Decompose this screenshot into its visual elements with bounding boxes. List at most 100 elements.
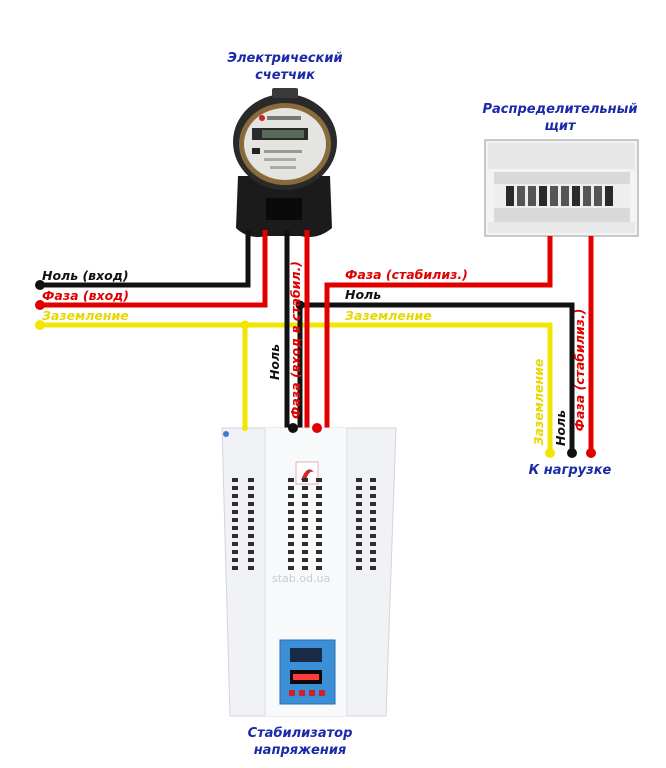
vent-slot — [248, 486, 254, 490]
stabilizer-title-line1: Стабилизатор — [248, 726, 353, 741]
meter-brand-strip — [267, 116, 301, 120]
vent-slot — [302, 510, 308, 514]
vent-slot — [316, 518, 322, 522]
vent-slot — [248, 518, 254, 522]
load-phase-dot — [586, 448, 596, 458]
meter-terminal-slot — [266, 198, 302, 220]
watermark: stab.od.ua — [272, 572, 330, 585]
ground-wire — [40, 322, 553, 453]
vent-slot — [356, 558, 362, 562]
vent-slot — [370, 550, 376, 554]
vent-slot — [232, 494, 238, 498]
stabilizer-button-1 — [289, 690, 295, 696]
vent-slot — [248, 550, 254, 554]
vent-slot — [370, 526, 376, 530]
vent-slot — [370, 534, 376, 538]
load-ground-dot — [545, 448, 555, 458]
vent-slot — [302, 526, 308, 530]
vent-slot — [316, 534, 322, 538]
vent-slot — [356, 478, 362, 482]
electric-meter — [233, 88, 337, 237]
meter-brand-dot — [259, 115, 265, 121]
vent-slot — [232, 502, 238, 506]
meter-led — [252, 148, 260, 154]
stab-neutral-terminal — [288, 423, 298, 433]
vent-slot — [356, 542, 362, 546]
ground-left-label: Заземление — [42, 308, 129, 323]
vent-slot — [356, 534, 362, 538]
vent-slot — [288, 526, 294, 530]
vent-slot — [288, 534, 294, 538]
vent-slot — [316, 566, 322, 570]
vent-slot — [248, 502, 254, 506]
panel-title-line1: Распределительный — [483, 102, 638, 117]
stabilizer-display — [290, 648, 322, 662]
neutral-in-wire — [40, 230, 251, 288]
ground-load-vertical-label: Заземление — [531, 359, 546, 446]
vent-slot — [288, 566, 294, 570]
phase-in-wire — [40, 230, 268, 308]
breaker — [583, 186, 591, 206]
vent-slot — [248, 478, 254, 482]
vent-slot — [288, 486, 294, 490]
vent-slot — [316, 510, 322, 514]
vent-slot — [288, 550, 294, 554]
vent-slot — [302, 558, 308, 562]
phase-load-vertical-label: Фаза (стабилиз.) — [572, 309, 587, 432]
vent-slot — [356, 494, 362, 498]
meter-top-tab — [272, 88, 298, 98]
neutral-load-vertical-label: Ноль — [553, 410, 568, 446]
breaker — [517, 186, 525, 206]
vent-slot — [232, 518, 238, 522]
meter-display-window — [262, 130, 304, 138]
breaker — [605, 186, 613, 206]
neutral-in-dot — [35, 280, 45, 290]
breaker — [506, 186, 514, 206]
vent-slot — [316, 550, 322, 554]
meter-label-strip-3 — [270, 166, 296, 169]
breaker — [594, 186, 602, 206]
vent-slot — [248, 526, 254, 530]
vent-slot — [356, 518, 362, 522]
vent-slot — [302, 502, 308, 506]
phase-stab-panel-wire — [324, 236, 553, 428]
stab-ground-terminal — [242, 425, 248, 431]
vent-slot — [356, 486, 362, 490]
neutral-junction-dot — [295, 300, 305, 310]
vent-slot — [302, 534, 308, 538]
ground-right-label: Заземление — [345, 308, 432, 323]
phase-in-dot — [35, 300, 45, 310]
vent-slot — [288, 558, 294, 562]
load-neutral-dot — [567, 448, 577, 458]
meter-label-strip — [264, 150, 302, 153]
vent-slot — [370, 518, 376, 522]
stabilizer-digit-glow — [293, 674, 319, 680]
vent-slot — [316, 558, 322, 562]
vent-slot — [370, 502, 376, 506]
vent-slot — [248, 542, 254, 546]
panel-title-line2: щит — [544, 119, 576, 134]
vent-slot — [356, 566, 362, 570]
vent-slot — [248, 566, 254, 570]
vent-slot — [288, 478, 294, 482]
vent-slot — [232, 478, 238, 482]
vent-slot — [316, 486, 322, 490]
vent-slot — [232, 542, 238, 546]
stab-phase-terminal — [312, 423, 322, 433]
vent-slot — [288, 542, 294, 546]
vent-slot — [370, 478, 376, 482]
vent-slot — [232, 486, 238, 490]
vent-slot — [232, 534, 238, 538]
vent-slot — [316, 502, 322, 506]
vent-slot — [288, 518, 294, 522]
ground-in-dot — [35, 320, 45, 330]
vent-slot — [248, 534, 254, 538]
vent-slot — [232, 566, 238, 570]
vent-slot — [316, 542, 322, 546]
phase-in-label: Фаза (вход) — [42, 288, 129, 303]
vent-slot — [302, 486, 308, 490]
ground-junction-dot — [240, 320, 250, 330]
vent-slot — [316, 526, 322, 530]
stabilizer-button-4 — [319, 690, 325, 696]
vent-slot — [302, 494, 308, 498]
